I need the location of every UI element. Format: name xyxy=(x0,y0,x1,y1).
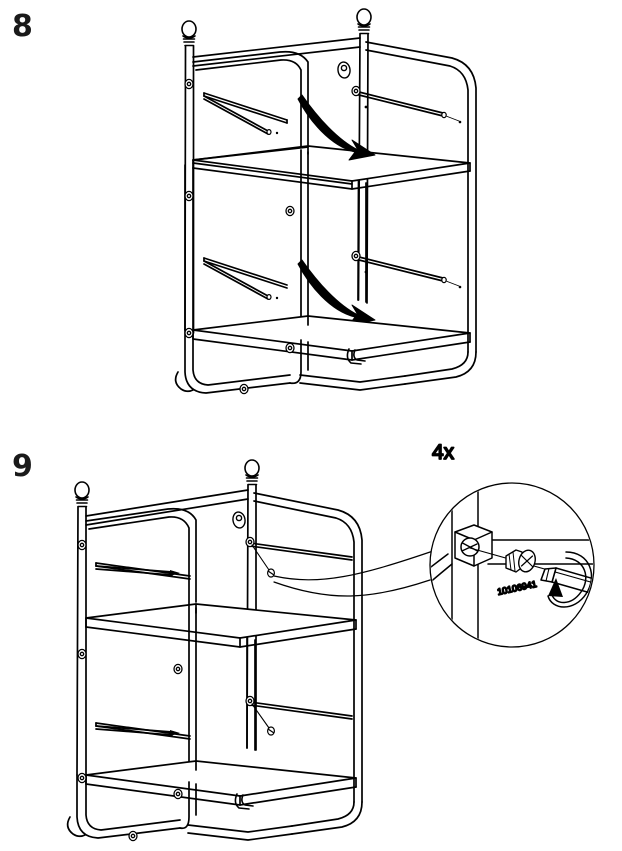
wall-mount-keyhole xyxy=(337,61,351,79)
foot-rail-lower xyxy=(299,382,406,391)
finial-back-right xyxy=(356,8,372,35)
right-wrap-frame-outer-9 xyxy=(253,492,363,803)
top-rear-rail-9b xyxy=(85,498,249,526)
post-back-left-9 xyxy=(76,506,79,776)
brace-upper-right xyxy=(354,90,462,124)
swing-down-arrow-upper xyxy=(297,94,376,161)
swing-down-arrow-lower xyxy=(297,259,376,326)
assembly-step-8: 8 xyxy=(12,8,477,395)
zoom-brace-arm-cap xyxy=(398,593,404,605)
brace-upper-left-installed xyxy=(95,562,191,580)
towel-hook-9 xyxy=(234,793,254,810)
base-left-curve-inner xyxy=(192,332,291,386)
assembly-step-9: 9 xyxy=(0,430,622,851)
step-9-illustration: 4x 10106941 xyxy=(0,430,622,851)
top-front-frame-outer xyxy=(192,50,309,146)
zoom-screw-axis xyxy=(469,547,593,589)
base-foot-cap-9 xyxy=(66,816,86,838)
brace-upper-left xyxy=(203,92,288,136)
shelf-bottom xyxy=(192,315,471,361)
base-frame-right-inner-9 xyxy=(291,801,355,827)
screw-indicator-lower xyxy=(251,703,276,736)
callout-count-label: 4x xyxy=(432,441,455,464)
finial-back-right-9 xyxy=(244,459,260,486)
wall-mount-keyhole-9 xyxy=(232,511,246,529)
top-rear-rail-b xyxy=(192,46,361,67)
towel-hook xyxy=(346,348,366,365)
step-number-9: 9 xyxy=(12,449,33,484)
step-number-8: 8 xyxy=(12,9,33,44)
screw-hole-marker-1 xyxy=(364,105,368,109)
foot-rail-lower-b xyxy=(299,374,406,383)
brace-lower-right xyxy=(354,255,462,289)
frame-rivets xyxy=(184,78,295,395)
callout-leader-upper xyxy=(273,549,437,581)
zoom-bracket-block xyxy=(454,524,493,567)
brace-lower-left-installed xyxy=(95,722,191,740)
brace-upper-right-installed xyxy=(249,542,353,561)
screw-indicator-upper xyxy=(251,544,276,578)
base-foot-cap xyxy=(174,371,194,393)
shelf-drawing-step-8 xyxy=(174,8,477,395)
top-front-frame-inner-9 xyxy=(88,516,190,607)
screw-hole-marker-2 xyxy=(364,270,368,274)
brace-fixing-boss-upper-9 xyxy=(245,536,255,548)
top-rear-rail xyxy=(192,37,361,58)
base-left-curve-outer-9 xyxy=(76,774,181,839)
step-8-illustration xyxy=(174,8,477,395)
shelf-upper-left-rail xyxy=(192,146,309,161)
top-rear-rail-9 xyxy=(85,489,249,517)
base-left-curve-inner-9 xyxy=(85,777,181,831)
base-front-post-outer xyxy=(289,339,302,385)
base-left-curve-outer xyxy=(184,329,291,394)
brace-lower-left xyxy=(203,257,288,301)
right-wrap-frame-inner-9 xyxy=(253,500,355,803)
zoom-brace-arm-b xyxy=(431,553,449,594)
detail-callout: 4x xyxy=(398,440,595,648)
finial-back-left-9 xyxy=(74,481,90,508)
base-front-post-outer-9 xyxy=(179,781,190,830)
finial-back-left xyxy=(181,20,197,47)
callout-leader-lower xyxy=(273,579,431,597)
brace-fixing-boss-lower xyxy=(351,250,361,262)
brace-lower-right-installed xyxy=(249,701,353,720)
brace-fixing-boss-upper xyxy=(351,85,361,97)
brace-fixing-boss-lower-9 xyxy=(245,695,255,707)
frame-rivets-9 xyxy=(77,539,183,842)
zoom-rotation-arrow xyxy=(547,551,593,608)
foot-rail-lower-9 xyxy=(187,832,293,841)
foot-rail-lower-9b xyxy=(187,824,293,833)
shelf-upper-9 xyxy=(85,603,357,648)
shelf-drawing-step-9: 4x 10106941 xyxy=(66,440,595,842)
right-wrap-frame-outer xyxy=(365,41,477,353)
base-frame-right-inner xyxy=(404,351,469,377)
zoom-brace-arm-a xyxy=(431,563,453,606)
post-center-rear xyxy=(357,180,360,301)
base-frame-right-outer xyxy=(404,351,477,385)
shelf-upper-front-rail xyxy=(192,162,353,185)
right-wrap-frame-inner xyxy=(365,49,469,353)
base-frame-right-outer-9 xyxy=(291,801,363,835)
zoom-screw xyxy=(505,549,536,573)
shelf-bottom-9 xyxy=(85,760,357,806)
top-front-frame-outer-9 xyxy=(85,507,197,603)
shelf-upper xyxy=(192,145,471,190)
top-front-frame-inner xyxy=(195,59,302,151)
